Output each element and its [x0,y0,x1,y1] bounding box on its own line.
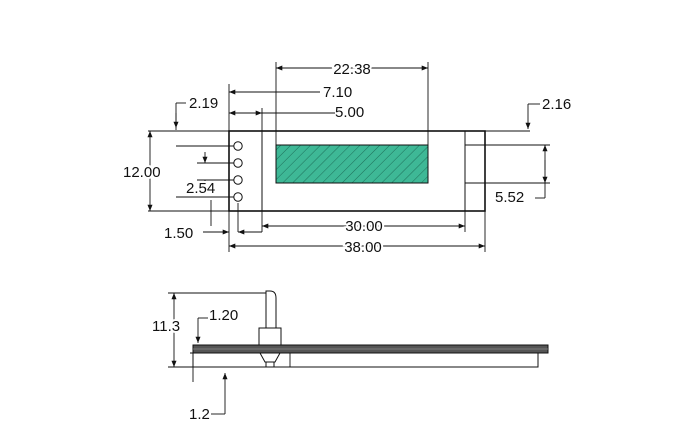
dim-glass-width-label: 30.00 [345,218,383,235]
pin-tail [259,352,281,363]
pcb-board [192,352,539,368]
active-display-area [275,144,429,184]
pin-hole [233,192,243,202]
pin-header [233,141,243,202]
dim-active-height-label: 5.52 [495,189,524,206]
side-view: 11.3 1.20 1.2 [150,290,549,423]
dim-pin-height-label: 11.3 [152,318,180,335]
dim-height-label: 12.00 [123,164,161,181]
dim-active-width-label: 22.38 [333,61,371,78]
dim-pin-offset-label: 1.20 [209,307,238,324]
dim-pin-margin-label: 1.50 [164,225,193,242]
pin-plastic-base [258,327,282,346]
pin-vertical [265,290,277,329]
dim-board-thickness-label: 1.2 [189,406,210,423]
pin-hole [233,175,243,185]
dim-710-label: 7.10 [323,84,352,101]
top-view: 22.38 7.10 5.00 2.19 2.16 12.00 2.54 [121,59,571,258]
glass-panel [261,130,466,212]
dim-overall-width-label: 38.00 [344,239,382,256]
dim-left-margin-label: 2.19 [189,95,218,112]
dim-right-margin-label: 2.16 [542,96,571,113]
dim-500-label: 5.00 [335,104,364,121]
pin-hole [233,158,243,168]
dim-pin-pitch-label: 2.54 [186,180,215,197]
pin-hole [233,141,243,151]
